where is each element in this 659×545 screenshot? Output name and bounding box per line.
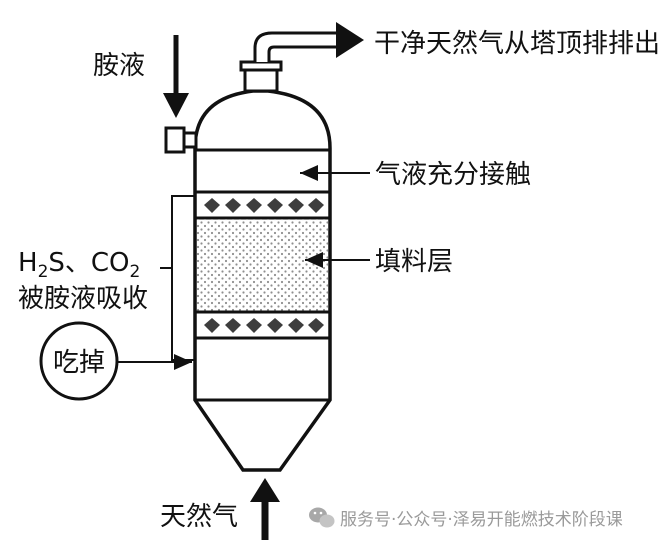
eaten-circle [39, 321, 119, 401]
distributor-diamonds [204, 198, 324, 213]
side-inlet-stub [182, 131, 198, 149]
packing-label: 填料层 [375, 247, 453, 277]
wechat-icon [309, 507, 335, 528]
gas-in-label: 天然气 [160, 502, 238, 532]
outlet-arrow-icon [336, 22, 364, 58]
gas-inlet-arrow-icon [250, 478, 280, 502]
top-flange [239, 60, 283, 72]
amine-arrow-icon [163, 93, 189, 118]
h-subscript: 2 [38, 262, 49, 282]
co2-subscript: 2 [130, 262, 141, 282]
absorbed-bracket [171, 195, 196, 361]
s-co-text: S、CO [48, 248, 129, 278]
contact-label: 气液充分接触 [375, 160, 531, 190]
packing-layer [197, 219, 328, 312]
side-inlet-nozzle [164, 126, 186, 154]
amine-label: 胺液 [93, 51, 145, 81]
eaten-label: 吃掉 [53, 348, 105, 378]
outlet-pipe [253, 31, 342, 62]
support-diamonds [204, 318, 324, 333]
absorbed-label: 被胺液吸收 [18, 284, 148, 314]
watermark: 服务号·公众号·泽易开能燃技术阶段课 [309, 507, 623, 530]
h-text: H [18, 248, 38, 278]
gas-out-label: 干净天然气从塔顶排排出 [374, 29, 659, 59]
absorbed-formula: H2S、CO2 [18, 248, 140, 282]
watermark-text: 服务号·公众号·泽易开能燃技术阶段课 [340, 510, 623, 530]
